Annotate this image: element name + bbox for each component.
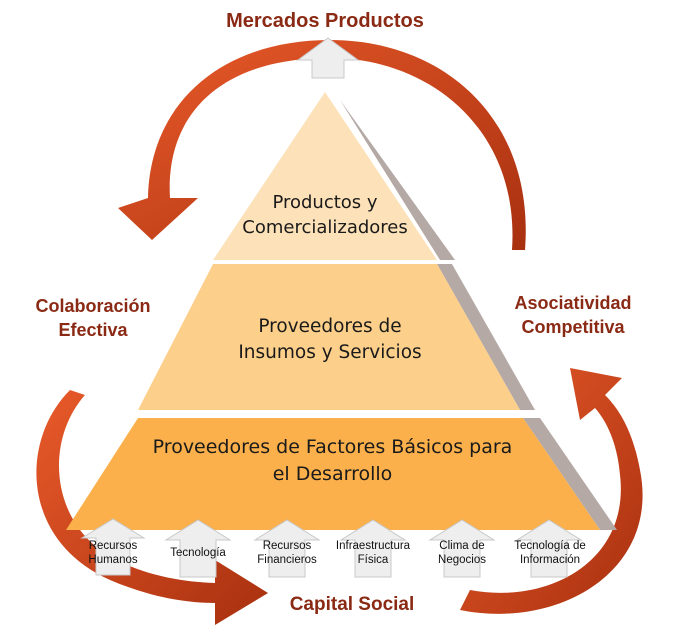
right-label: Asociatividad Competitiva	[498, 291, 648, 340]
factor-2-line1: Tecnología	[170, 547, 226, 559]
right-label-line2: Competitiva	[521, 317, 625, 338]
factor-4-line1: Infraestructura	[335, 540, 411, 552]
factor-arrow-6	[515, 519, 583, 578]
bottom-tier-line1: Proveedores de Factores Básicos para	[152, 436, 513, 458]
factor-arrow-1	[80, 518, 146, 576]
factor-3-line1: Recursos	[262, 540, 312, 552]
top-label: Mercados Productos	[226, 10, 424, 32]
factor-1-line2: Humanos	[88, 554, 138, 567]
factor-arrow-2	[164, 519, 232, 578]
top-tier-text: Productos y Comercializadores	[213, 190, 437, 240]
top-tier-line1: Productos y	[272, 192, 378, 213]
factor-6-line1: Tecnología de	[514, 540, 586, 552]
left-label-line2: Efectiva	[58, 320, 128, 341]
factor-label-clima-de-negocios: Clima de Negocios	[420, 539, 504, 568]
left-label: Colaboración Efectiva	[18, 294, 168, 343]
middle-tier	[138, 264, 520, 410]
middle-tier-text: Proveedores de Insumos y Servicios	[180, 314, 480, 366]
bottom-tier	[66, 418, 600, 530]
top-tier	[213, 92, 437, 260]
factor-5-line2: Negocios	[438, 554, 486, 567]
middle-tier-line1: Proveedores de	[258, 316, 402, 337]
factor-arrow-5	[428, 519, 496, 578]
right-label-line1: Asociatividad	[514, 293, 632, 313]
factor-4-line2: Física	[357, 554, 389, 567]
bottom-tier-shadow	[523, 418, 617, 530]
bottom-tier-text: Proveedores de Factores Básicos para el …	[110, 434, 555, 487]
top-up-arrow	[296, 37, 360, 79]
left-cycle-arrow	[36, 390, 268, 625]
middle-tier-shadow	[437, 264, 535, 410]
left-label-line1: Colaboración	[35, 296, 151, 316]
bottom-tier-line2: el Desarrollo	[272, 462, 393, 485]
factor-arrow-3	[253, 519, 321, 578]
factor-label-recursos-humanos: Recursos Humanos	[73, 539, 153, 568]
top-cycle-arrow	[118, 40, 526, 250]
factor-3-line2: Financieros	[257, 554, 317, 567]
factor-label-infraestructura-fisica: Infraestructura Física	[326, 539, 420, 568]
factor-1-line1: Recursos	[88, 540, 138, 552]
factor-6-line2: Información	[519, 554, 581, 567]
factor-arrows	[80, 518, 583, 578]
factor-5-line1: Clima de	[439, 540, 485, 552]
factor-label-recursos-financieros: Recursos Financieros	[245, 539, 329, 568]
factor-arrow-4	[339, 519, 407, 578]
factor-label-tecnologia-de-informacion: Tecnología de Información	[503, 539, 597, 568]
bottom-label: Capital Social	[289, 594, 415, 615]
middle-tier-line2: Insumos y Servicios	[238, 341, 422, 363]
top-tier-line2: Comercializadores	[242, 217, 408, 239]
factor-label-tecnologia: Tecnología	[158, 546, 238, 560]
